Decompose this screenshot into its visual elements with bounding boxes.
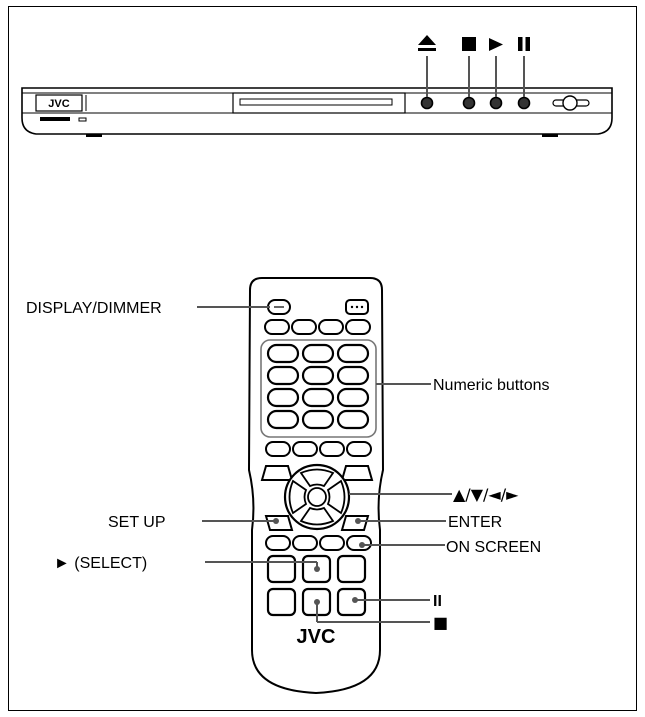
return-button[interactable] <box>340 515 370 531</box>
enter-center-button[interactable] <box>307 487 327 507</box>
label-select: ► (SELECT) <box>54 555 147 572</box>
numeric-button-1[interactable] <box>266 343 300 364</box>
numeric-button-0[interactable] <box>301 409 335 430</box>
function-button-7[interactable] <box>319 441 345 457</box>
on-screen-button[interactable] <box>346 535 372 551</box>
leader-dots <box>273 518 365 605</box>
play-icon <box>489 38 503 51</box>
numeric-button-4[interactable] <box>266 365 300 386</box>
function-button-4[interactable] <box>345 319 371 335</box>
label-set-up: SET UP <box>108 514 166 531</box>
numeric-button-5[interactable] <box>301 365 335 386</box>
numeric-button-10[interactable] <box>266 409 300 430</box>
figure-frame <box>8 6 637 711</box>
numeric-button-6[interactable] <box>336 365 370 386</box>
player-leaders <box>426 56 525 97</box>
dpad-down-button[interactable] <box>299 506 335 526</box>
label-pause: II <box>433 593 442 610</box>
pause-button[interactable] <box>517 96 531 110</box>
numeric-button-8[interactable] <box>301 387 335 408</box>
dpad-right-button[interactable] <box>326 479 346 515</box>
label-on-screen: ON SCREEN <box>446 539 541 556</box>
numeric-button-3[interactable] <box>336 343 370 364</box>
menu-button[interactable] <box>340 465 374 481</box>
function-button-5[interactable] <box>265 441 291 457</box>
function-button-10[interactable] <box>292 535 318 551</box>
transport-button-1[interactable] <box>266 554 297 584</box>
function-button-3[interactable] <box>318 319 344 335</box>
function-button-2[interactable] <box>291 319 317 335</box>
function-button-6[interactable] <box>292 441 318 457</box>
dpad-up-button[interactable] <box>299 468 335 488</box>
pause-icon <box>518 37 530 51</box>
remote-control <box>247 277 385 695</box>
stop-button[interactable] <box>462 96 476 110</box>
dvd-player <box>21 87 613 137</box>
dpad-left-button[interactable] <box>288 479 308 515</box>
label-display-dimmer: DISPLAY/DIMMER <box>26 300 162 317</box>
transport-button-4[interactable] <box>266 587 297 617</box>
numeric-button-9[interactable] <box>336 387 370 408</box>
numeric-group-outline <box>260 339 377 438</box>
label-enter: ENTER <box>448 514 502 531</box>
numeric-button-plus10[interactable] <box>336 409 370 430</box>
function-button-11[interactable] <box>319 535 345 551</box>
remote-leaders <box>197 306 452 623</box>
transport-button-3[interactable] <box>336 554 367 584</box>
function-button-9[interactable] <box>265 535 291 551</box>
player-brand-logo: JVC <box>48 98 69 110</box>
label-stop: ■ <box>433 613 448 632</box>
function-button-1[interactable] <box>264 319 290 335</box>
eject-icon <box>418 35 436 51</box>
stop-icon <box>462 37 476 51</box>
numeric-button-7[interactable] <box>266 387 300 408</box>
function-button-8[interactable] <box>346 441 372 457</box>
label-numeric-buttons: Numeric buttons <box>433 377 550 394</box>
set-up-button[interactable] <box>264 515 294 531</box>
pause-remote-button[interactable] <box>336 587 367 617</box>
label-arrows: ▲/▼/◄/► <box>453 485 519 504</box>
top-menu-button[interactable] <box>260 465 294 481</box>
power-knob[interactable] <box>562 95 578 111</box>
play-button[interactable] <box>489 96 503 110</box>
numeric-button-2[interactable] <box>301 343 335 364</box>
remote-brand-logo: JVC <box>297 626 336 648</box>
eject-button[interactable] <box>420 96 434 110</box>
